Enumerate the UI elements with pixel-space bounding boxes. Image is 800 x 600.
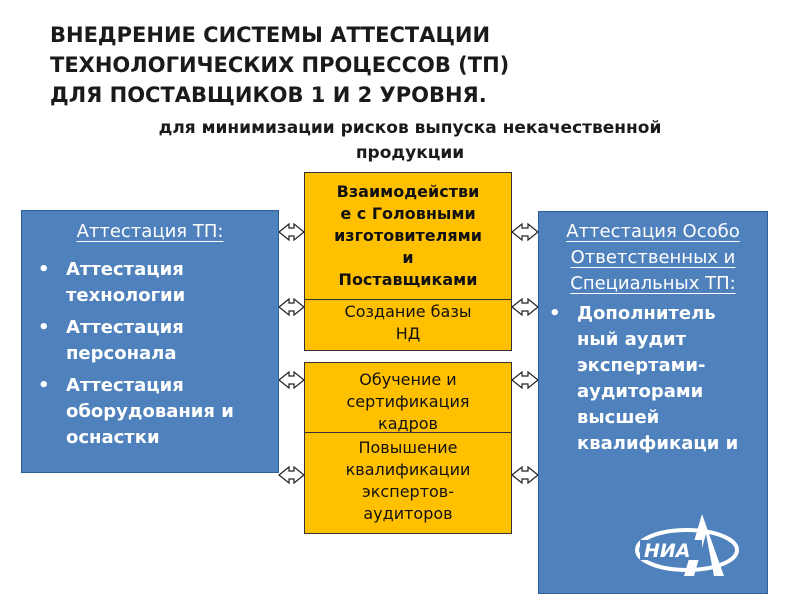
right-double-arrow-2: [511, 297, 539, 317]
logo-text-bg: [640, 540, 702, 560]
left-panel-title: Аттестация ТП:: [76, 221, 224, 242]
database-box: Создание базы НД: [304, 299, 512, 351]
right-double-arrow-1: [511, 222, 539, 242]
left-double-arrow-4: [278, 465, 305, 485]
left-panel-list: • Аттестация технологии • Аттестация персо…: [36, 257, 264, 451]
bullet-icon: •: [549, 303, 561, 324]
nia-logo: НИА: [635, 514, 739, 576]
list-item-label: Аттестация персонала: [66, 317, 184, 364]
left-panel-attestation-tp: Аттестация ТП: • Аттестация технологии • А…: [21, 210, 279, 473]
page-subtitle: для минимизации рисков выпуска некачеств…: [158, 118, 662, 163]
page-title: ВНЕДРЕНИЕ СИСТЕМЫ АТТЕСТАЦИИ ТЕХНОЛОГИЧЕ…: [50, 23, 510, 107]
interaction-box: Взаимодействи е с Головными изготовителя…: [304, 172, 512, 300]
list-item: • Аттестация технологии: [36, 257, 264, 309]
logo-letter-shape: [684, 514, 724, 576]
training-box: Обучение и сертификация кадров: [304, 362, 512, 434]
list-item: • Аттестация персонала: [36, 315, 264, 367]
logo-text: НИА: [644, 540, 691, 562]
bullet-icon: •: [38, 317, 50, 338]
list-item: • Аттестация оборудования и оснастки: [36, 373, 264, 451]
bullet-icon: •: [38, 375, 50, 396]
list-item-label: Аттестация оборудования и оснастки: [66, 375, 234, 448]
left-double-arrow-3: [278, 370, 305, 390]
right-double-arrow-3: [511, 370, 539, 390]
left-double-arrow-1: [278, 222, 305, 242]
list-item-label: Аттестация технологии: [66, 259, 186, 306]
right-panel-list: • Дополнитель ный аудит экспертами-аудито…: [547, 301, 759, 457]
left-double-arrow-2: [278, 297, 305, 317]
qualification-box: Повышение квалификации экспертов- аудито…: [304, 432, 512, 534]
right-panel-special-tp: Аттестация Особо Ответственных и Специал…: [538, 211, 768, 594]
right-double-arrow-4: [511, 465, 539, 485]
right-panel-title: Аттестация Особо Ответственных и Специал…: [566, 221, 740, 294]
list-item-label: Дополнитель ный аудит экспертами-аудитор…: [577, 303, 739, 454]
list-item: • Дополнитель ный аудит экспертами-аудито…: [547, 301, 759, 457]
bullet-icon: •: [38, 259, 50, 280]
